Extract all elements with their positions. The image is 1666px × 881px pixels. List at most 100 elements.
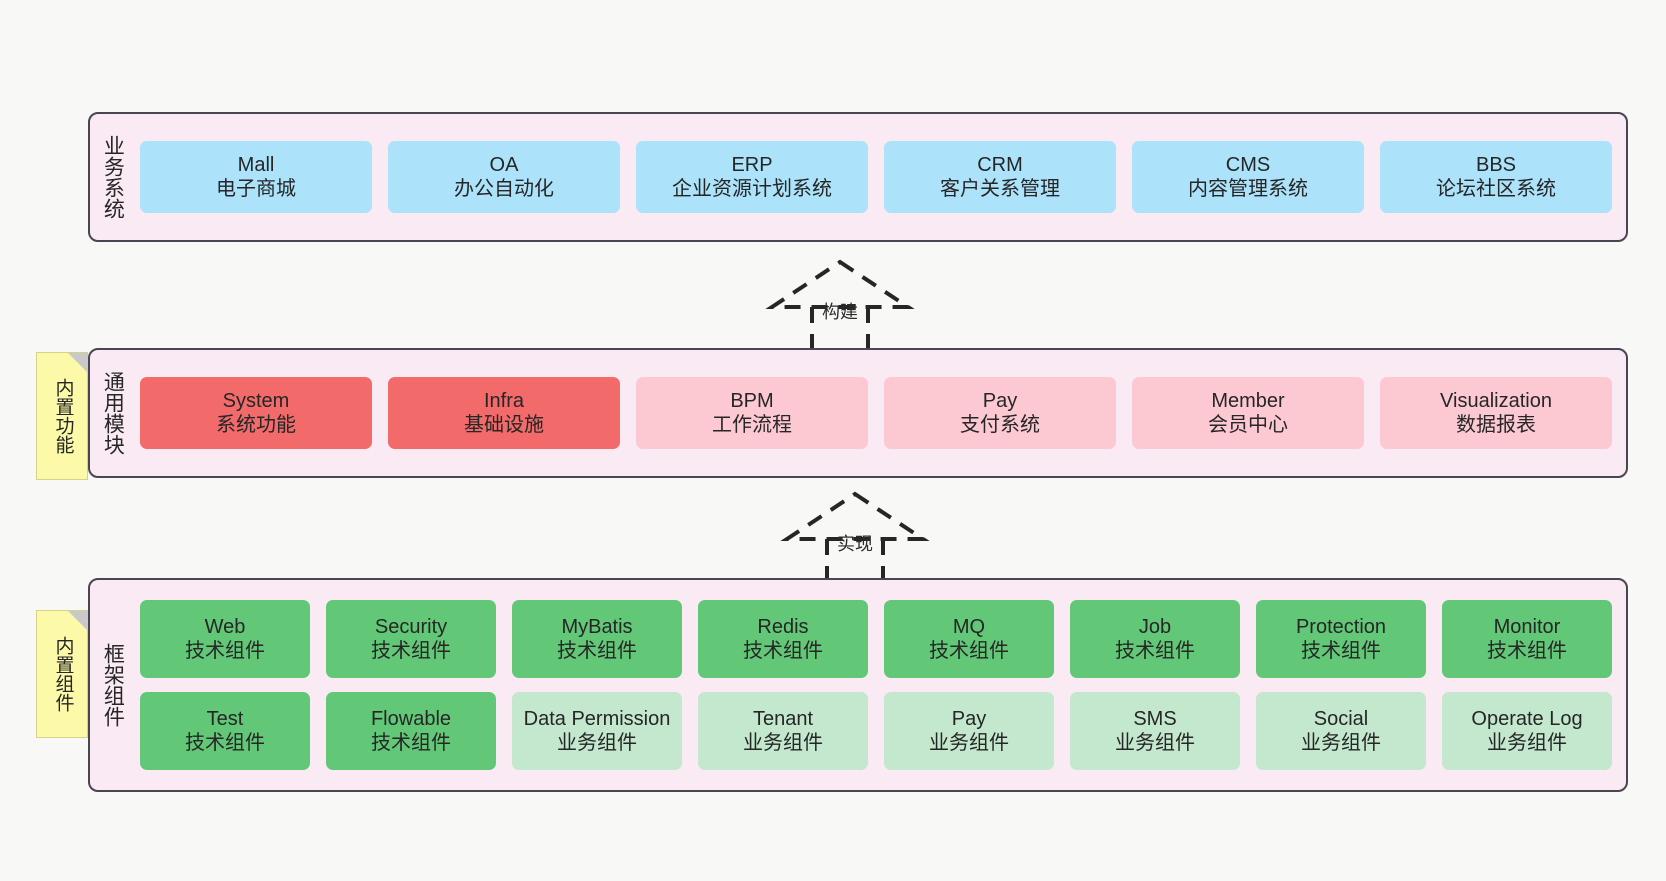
card-title-cn: 业务组件 — [557, 732, 637, 754]
card-title-cn: 支付系统 — [960, 414, 1040, 436]
card-title-cn: 企业资源计划系统 — [672, 178, 832, 200]
card-title-en: Test — [206, 707, 244, 730]
card-title-cn: 技术组件 — [371, 640, 451, 662]
card-title-cn: 数据报表 — [1456, 414, 1536, 436]
card-title-cn: 技术组件 — [1301, 640, 1381, 662]
card-system[interactable]: System 系统功能 — [140, 377, 372, 449]
connector-build-arrow-icon — [765, 259, 915, 353]
card-title-en: BPM — [730, 389, 774, 412]
card-tenant[interactable]: Tenant 业务组件 — [698, 692, 868, 770]
card-title-en: Protection — [1295, 615, 1387, 638]
card-title-en: Web — [204, 615, 246, 638]
connector-realize: 实现 — [775, 490, 935, 585]
connector-build: 构建 — [760, 258, 920, 353]
layer-common-modules: 通用模块 System 系统功能 Infra 基础设施 BPM 工作流程 Pay… — [88, 348, 1628, 478]
card-row: Mall 电子商城 OA 办公自动化 ERP 企业资源计划系统 CRM 客户关系… — [140, 141, 1612, 213]
card-title-cn: 业务组件 — [743, 732, 823, 754]
layer-body-common-modules: System 系统功能 Infra 基础设施 BPM 工作流程 Pay 支付系统… — [134, 350, 1626, 476]
card-visualization[interactable]: Visualization 数据报表 — [1380, 377, 1612, 449]
note-label: 内置功能 — [52, 378, 74, 454]
note-builtin-features[interactable]: 内置功能 — [36, 352, 88, 480]
card-title-en: Social — [1313, 707, 1369, 730]
card-title-en: Operate Log — [1471, 707, 1583, 730]
card-title-cn: 工作流程 — [712, 414, 792, 436]
card-oa[interactable]: OA 办公自动化 — [388, 141, 620, 213]
card-title-en: BBS — [1475, 153, 1517, 176]
layer-body-business-systems: Mall 电子商城 OA 办公自动化 ERP 企业资源计划系统 CRM 客户关系… — [134, 114, 1626, 240]
note-builtin-components[interactable]: 内置组件 — [36, 610, 88, 738]
card-title-cn: 技术组件 — [1115, 640, 1195, 662]
card-operate-log[interactable]: Operate Log 业务组件 — [1442, 692, 1612, 770]
card-monitor[interactable]: Monitor 技术组件 — [1442, 600, 1612, 678]
card-title-en: Job — [1138, 615, 1172, 638]
card-title-en: Security — [374, 615, 448, 638]
card-title-cn: 基础设施 — [464, 414, 544, 436]
card-title-cn: 业务组件 — [1301, 732, 1381, 754]
layer-title-common-modules: 通用模块 — [101, 371, 125, 455]
card-pay-business[interactable]: Pay 业务组件 — [884, 692, 1054, 770]
card-title-en: Flowable — [370, 707, 452, 730]
layer-body-framework-components: Web 技术组件 Security 技术组件 MyBatis 技术组件 Redi… — [134, 580, 1626, 790]
card-title-en: Mall — [237, 153, 275, 176]
card-title-cn: 技术组件 — [1487, 640, 1567, 662]
card-social[interactable]: Social 业务组件 — [1256, 692, 1426, 770]
card-title-en: CRM — [977, 153, 1023, 176]
layer-business-systems: 业务系统 Mall 电子商城 OA 办公自动化 ERP 企业资源计划系统 CRM… — [88, 112, 1628, 242]
card-test[interactable]: Test 技术组件 — [140, 692, 310, 770]
card-title-cn: 技术组件 — [185, 732, 265, 754]
card-mall[interactable]: Mall 电子商城 — [140, 141, 372, 213]
card-title-en: SMS — [1133, 707, 1177, 730]
card-web[interactable]: Web 技术组件 — [140, 600, 310, 678]
card-title-cn: 电子商城 — [216, 178, 296, 200]
card-title-en: Member — [1211, 389, 1285, 412]
card-crm[interactable]: CRM 客户关系管理 — [884, 141, 1116, 213]
card-mq[interactable]: MQ 技术组件 — [884, 600, 1054, 678]
card-title-en: Monitor — [1493, 615, 1561, 638]
card-mybatis[interactable]: MyBatis 技术组件 — [512, 600, 682, 678]
card-pay[interactable]: Pay 支付系统 — [884, 377, 1116, 449]
card-row: System 系统功能 Infra 基础设施 BPM 工作流程 Pay 支付系统… — [140, 377, 1612, 449]
card-bbs[interactable]: BBS 论坛社区系统 — [1380, 141, 1612, 213]
card-flowable[interactable]: Flowable 技术组件 — [326, 692, 496, 770]
card-title-en: Infra — [483, 389, 525, 412]
card-title-en: ERP — [731, 153, 773, 176]
card-row: Web 技术组件 Security 技术组件 MyBatis 技术组件 Redi… — [140, 600, 1612, 678]
card-bpm[interactable]: BPM 工作流程 — [636, 377, 868, 449]
card-job[interactable]: Job 技术组件 — [1070, 600, 1240, 678]
card-sms[interactable]: SMS 业务组件 — [1070, 692, 1240, 770]
card-member[interactable]: Member 会员中心 — [1132, 377, 1364, 449]
card-title-en: Redis — [757, 615, 809, 638]
card-row: Test 技术组件 Flowable 技术组件 Data Permission … — [140, 692, 1612, 770]
card-erp[interactable]: ERP 企业资源计划系统 — [636, 141, 868, 213]
card-redis[interactable]: Redis 技术组件 — [698, 600, 868, 678]
note-fold-icon — [68, 611, 87, 630]
card-title-en: Data Permission — [523, 707, 671, 730]
card-title-en: MQ — [952, 615, 986, 638]
card-title-cn: 业务组件 — [929, 732, 1009, 754]
card-title-en: OA — [489, 153, 519, 176]
card-title-en: MyBatis — [561, 615, 633, 638]
card-data-permission[interactable]: Data Permission 业务组件 — [512, 692, 682, 770]
card-title-cn: 技术组件 — [929, 640, 1009, 662]
card-infra[interactable]: Infra 基础设施 — [388, 377, 620, 449]
card-title-cn: 办公自动化 — [454, 178, 554, 200]
card-title-en: Pay — [951, 707, 987, 730]
card-title-cn: 论坛社区系统 — [1436, 178, 1556, 200]
note-label: 内置组件 — [52, 636, 74, 712]
card-title-en: Tenant — [752, 707, 814, 730]
note-fold-icon — [68, 353, 87, 372]
card-title-cn: 系统功能 — [216, 414, 296, 436]
layer-title-framework-components: 框架组件 — [101, 643, 125, 727]
connector-build-label: 构建 — [822, 302, 858, 322]
card-title-en: Pay — [982, 389, 1018, 412]
card-title-cn: 技术组件 — [557, 640, 637, 662]
card-title-cn: 客户关系管理 — [940, 178, 1060, 200]
card-title-cn: 技术组件 — [185, 640, 265, 662]
layer-framework-components: 框架组件 Web 技术组件 Security 技术组件 MyBatis 技术组件… — [88, 578, 1628, 792]
card-security[interactable]: Security 技术组件 — [326, 600, 496, 678]
connector-realize-arrow-icon — [780, 491, 930, 585]
card-cms[interactable]: CMS 内容管理系统 — [1132, 141, 1364, 213]
card-protection[interactable]: Protection 技术组件 — [1256, 600, 1426, 678]
card-title-en: CMS — [1225, 153, 1271, 176]
